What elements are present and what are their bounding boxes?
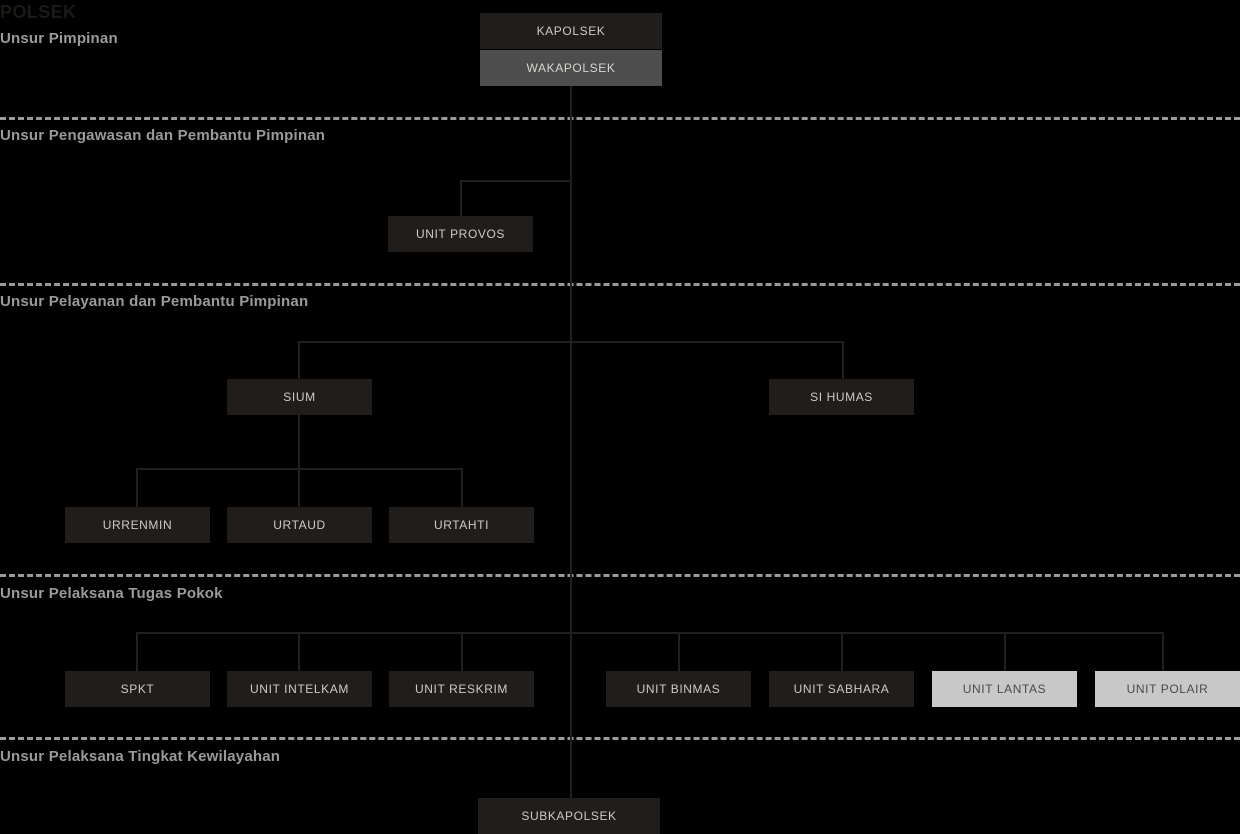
node-spkt[interactable]: SPKT [65, 671, 210, 707]
branch-line-urtaud-drop [298, 468, 300, 507]
section-divider-2 [0, 283, 1240, 286]
section-label-unsur-pelaksana-tugas-pokok: Unsur Pelaksana Tugas Pokok [0, 585, 223, 602]
branch-line-sium-stem [298, 415, 300, 468]
branch-bus-tugas-pokok [136, 632, 1162, 634]
branch-line-polair-drop [1162, 632, 1164, 671]
branch-line-binmas-drop [678, 632, 680, 671]
branch-line-urtahti-drop [461, 468, 463, 507]
branch-line-reskrim-drop [461, 632, 463, 671]
node-subkapolsek[interactable]: SUBKAPOLSEK [478, 798, 660, 834]
branch-line-provos-drop [460, 180, 462, 216]
node-unit-lantas[interactable]: UNIT LANTAS [932, 671, 1077, 707]
node-urtahti[interactable]: URTAHTI [389, 507, 534, 543]
branch-bus-pelayanan [298, 341, 844, 343]
trunk-line-main [570, 85, 572, 741]
node-unit-binmas[interactable]: UNIT BINMAS [606, 671, 751, 707]
node-sium[interactable]: SIUM [227, 379, 372, 415]
node-unit-provos[interactable]: UNIT PROVOS [388, 216, 533, 252]
section-label-unsur-pengawasan: Unsur Pengawasan dan Pembantu Pimpinan [0, 127, 326, 144]
node-urrenmin[interactable]: URRENMIN [65, 507, 210, 543]
section-label-unsur-pelaksana-kewilayahan: Unsur Pelaksana Tingkat Kewilayahan [0, 748, 281, 765]
section-divider-4 [0, 737, 1240, 740]
node-unit-reskrim[interactable]: UNIT RESKRIM [389, 671, 534, 707]
node-wakapolsek[interactable]: WAKAPOLSEK [480, 50, 662, 86]
node-kapolsek[interactable]: KAPOLSEK [480, 13, 662, 49]
branch-line-intelkam-drop [298, 632, 300, 671]
branch-line-sabhara-drop [841, 632, 843, 671]
node-unit-polair[interactable]: UNIT POLAIR [1095, 671, 1240, 707]
node-si-humas[interactable]: SI HUMAS [769, 379, 914, 415]
page-title: POLSEK [0, 2, 77, 22]
branch-line-spkt-drop [136, 632, 138, 671]
node-unit-intelkam[interactable]: UNIT INTELKAM [227, 671, 372, 707]
branch-line-sihumas-drop [842, 341, 844, 379]
trunk-line-bottom [570, 741, 572, 798]
node-unit-sabhara[interactable]: UNIT SABHARA [769, 671, 914, 707]
branch-line-sium-drop [298, 341, 300, 379]
branch-line-provos-horizontal [460, 180, 572, 182]
node-urtaud[interactable]: URTAUD [227, 507, 372, 543]
section-label-unsur-pelayanan: Unsur Pelayanan dan Pembantu Pimpinan [0, 293, 309, 310]
section-divider-1 [0, 117, 1240, 120]
section-divider-3 [0, 574, 1240, 577]
branch-line-urrenmin-drop [136, 468, 138, 507]
branch-line-lantas-drop [1004, 632, 1006, 671]
section-label-unsur-pimpinan: Unsur Pimpinan [0, 30, 118, 47]
